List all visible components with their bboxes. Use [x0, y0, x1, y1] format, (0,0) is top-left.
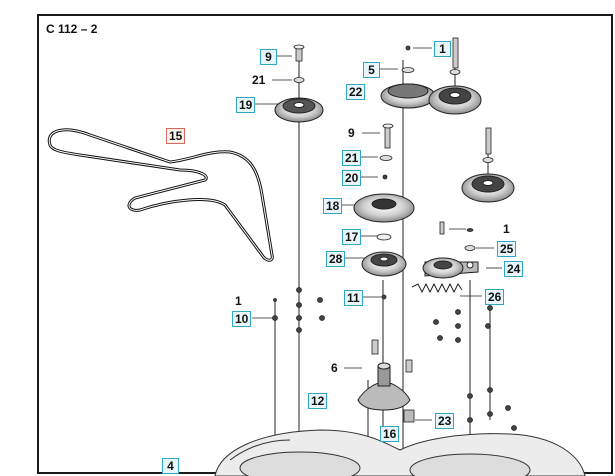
spacer-17 [376, 233, 392, 241]
callout-9-upper: 9 [260, 49, 277, 65]
callout-label: 11 [347, 291, 360, 305]
callout-label: 1 [503, 222, 510, 236]
callout-9-middle: 9 [348, 126, 355, 140]
leader-lines [252, 47, 502, 421]
callout-16: 16 [380, 426, 400, 442]
callout-label: 6 [331, 361, 338, 375]
nuts-cluster-right [433, 305, 517, 439]
bolt-upper-right [452, 37, 459, 69]
callout-label: 12 [311, 394, 325, 408]
pulley-upper-right [428, 85, 482, 115]
callout-label: 28 [329, 252, 343, 266]
callout-24: 24 [504, 261, 524, 277]
callout-label: 25 [500, 242, 514, 256]
callout-label: 9 [265, 50, 272, 64]
key-20 [382, 174, 388, 180]
spring-26 [411, 282, 463, 294]
pulley-19 [274, 97, 324, 123]
callout-label: 18 [326, 199, 340, 213]
mower-deck [214, 429, 586, 476]
washer-21-upper [293, 77, 305, 83]
callout-label: 4 [167, 459, 174, 473]
callout-label: 9 [348, 126, 355, 140]
callout-5: 5 [363, 62, 380, 78]
callout-21-upper: 21 [252, 73, 265, 87]
callout-11: 11 [344, 290, 363, 306]
callout-label: 20 [345, 171, 359, 185]
callout-18: 18 [323, 198, 343, 214]
idler-arm-24 [422, 257, 479, 279]
pulley-lower-right [461, 173, 515, 203]
callout-label: 26 [488, 290, 502, 304]
hardware [272, 37, 517, 439]
callout-26: 26 [485, 289, 505, 305]
callout-label: 5 [368, 63, 375, 77]
nut-11 [381, 294, 387, 300]
callout-17: 17 [342, 229, 362, 245]
callout-15: 15 [166, 128, 186, 144]
callout-label: 15 [169, 129, 183, 143]
callout-4: 4 [162, 458, 179, 474]
callout-label: 1 [439, 42, 446, 56]
pulley-18 [353, 193, 415, 223]
callout-label: 21 [345, 151, 359, 165]
callout-label: 10 [235, 312, 249, 326]
pulleys [274, 83, 515, 411]
callout-6: 6 [331, 361, 338, 375]
callout-21-middle: 21 [342, 150, 362, 166]
callout-label: 24 [507, 262, 521, 276]
washer-21-middle [379, 155, 393, 161]
callout-25: 25 [497, 241, 517, 257]
callout-20: 20 [342, 170, 362, 186]
callout-label: 16 [383, 427, 397, 441]
callout-12: 12 [308, 393, 328, 409]
callout-label: 21 [252, 73, 266, 87]
diagram-title: C 112 – 2 [46, 22, 98, 36]
callout-1-upper: 1 [434, 41, 451, 57]
callout-22: 22 [346, 84, 366, 100]
callout-19: 19 [236, 97, 256, 113]
bushing-23 [403, 409, 415, 423]
callout-1-lower: 1 [235, 294, 242, 308]
washer-25 [464, 245, 476, 251]
callout-28: 28 [326, 251, 346, 267]
washer-5 [401, 67, 415, 73]
callout-label: 22 [349, 85, 363, 99]
callout-1-middle: 1 [503, 222, 510, 236]
pulley-28 [361, 251, 407, 277]
nut-1-upper [405, 45, 411, 51]
nuts-cluster-left [272, 287, 325, 333]
bolt-6 [371, 339, 379, 355]
spindle-housing [357, 362, 411, 411]
drive-belt [47, 128, 274, 262]
callout-10: 10 [232, 311, 252, 327]
bolt-9-middle [384, 125, 391, 149]
callout-label: 23 [438, 414, 452, 428]
callout-label: 17 [345, 230, 359, 244]
callout-label: 19 [239, 98, 253, 112]
callout-23: 23 [435, 413, 455, 429]
pulley-22 [380, 83, 436, 109]
callout-label: 1 [235, 294, 242, 308]
